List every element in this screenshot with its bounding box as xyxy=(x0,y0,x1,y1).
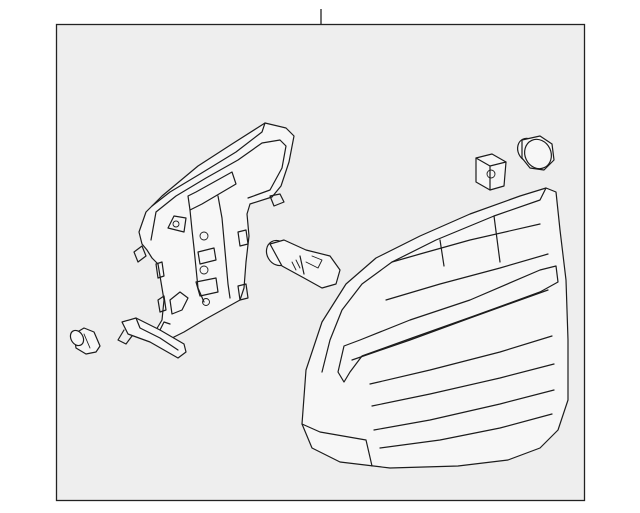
nut-icon xyxy=(475,153,507,191)
bulb-icon xyxy=(265,239,341,289)
bracket-icon xyxy=(117,122,295,359)
grommet-icon xyxy=(517,135,555,171)
socket-icon xyxy=(69,327,101,355)
tail-lamp-icon xyxy=(301,187,569,469)
